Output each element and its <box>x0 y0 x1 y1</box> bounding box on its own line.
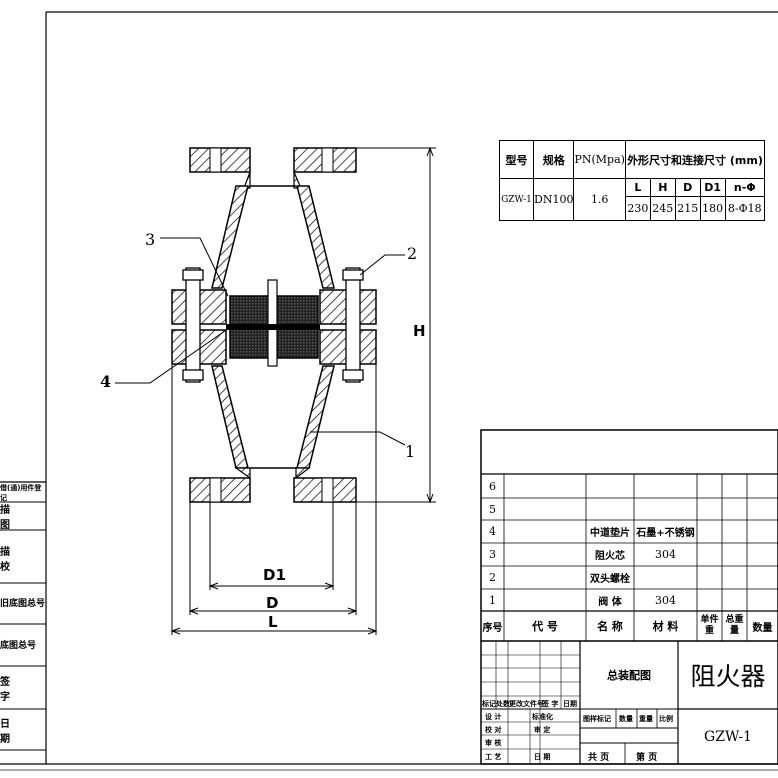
dimension-h-label: H <box>413 322 426 340</box>
bom-header-no: 序号 <box>482 622 503 634</box>
leader-lines <box>115 237 406 446</box>
bom-header-name: 名 称 <box>597 620 623 633</box>
dimension-lines <box>170 146 436 635</box>
bom-row-2-no: 2 <box>489 571 496 584</box>
bom-row-2-name: 双头螺栓 <box>590 574 630 585</box>
callout-3: 3 <box>145 230 156 249</box>
bom-row-1-name: 阀 体 <box>598 596 622 608</box>
role-approve: 审 定 <box>534 726 551 734</box>
spec-subheader-n-phi: n-Φ <box>724 178 766 197</box>
bom-row-4-no: 4 <box>489 525 496 538</box>
side-strip-tracing: 描 图 <box>0 505 24 531</box>
bom-row-4-material: 石墨+不锈钢 <box>636 528 695 539</box>
revision-label-sign: 签 字 <box>542 700 559 708</box>
side-strip-borrowed-register: 借(通)用件登记 <box>0 484 42 502</box>
spec-cell-h: 245 <box>649 196 676 221</box>
spec-header-pn: PN(Mpa) <box>573 140 626 179</box>
revision-label-date: 日期 <box>563 700 577 708</box>
spec-subheader-d1: D1 <box>699 178 726 197</box>
stud-bolt-right <box>345 267 361 383</box>
dimension-d1-label: D1 <box>263 566 286 584</box>
role-process: 工 艺 <box>485 753 502 761</box>
role-review: 审 核 <box>485 739 502 747</box>
bom-row-3-material: 304 <box>655 548 676 561</box>
bom-row-3-no: 3 <box>489 548 496 561</box>
callout-4: 4 <box>100 372 112 391</box>
role-check: 校 对 <box>485 726 502 734</box>
sheet-number: 第 页 <box>636 753 658 763</box>
side-strip-signature: 签 字 <box>0 677 24 703</box>
spec-header-dims: 外形尺寸和连接尺寸 (mm) <box>624 140 766 179</box>
spec-cell-pn: 1.6 <box>573 178 626 221</box>
bom-row-3-name: 阻火芯 <box>595 551 625 562</box>
spec-table: 型号 规格 PN(Mpa) 外形尺寸和连接尺寸 (mm) GZW-1 DN100… <box>499 140 766 221</box>
stage-label-qty: 数量 <box>619 715 633 723</box>
bom-row-6-no: 6 <box>489 479 496 493</box>
spec-cell-d: 215 <box>674 196 701 221</box>
valve-body <box>171 147 377 503</box>
bom-header-total-weight: 总重 量 <box>725 615 744 636</box>
side-strip-trace-check: 描 校 <box>0 547 24 573</box>
stage-label-mark: 图样标记 <box>583 715 611 723</box>
gasket <box>226 324 320 330</box>
title-block-grid <box>480 429 778 765</box>
callout-2: 2 <box>407 244 418 263</box>
spec-header-spec: 规格 <box>532 140 575 179</box>
product-name: 阻火器 <box>690 662 766 691</box>
side-strip-grid <box>0 481 46 751</box>
spec-cell-spec: DN100 <box>532 178 575 221</box>
callout-1: 1 <box>405 442 416 461</box>
drawing-type: 总装配图 <box>607 669 651 682</box>
spec-cell-n-phi: 8-Φ18 <box>724 196 766 221</box>
bom-header-material: 材 料 <box>652 620 679 633</box>
spec-subheader-l: L <box>624 178 651 197</box>
bom-row-1-material: 304 <box>655 593 676 607</box>
stage-label-weight: 重量 <box>639 715 653 723</box>
side-strip-base-no: 底图总号 <box>0 640 37 651</box>
sheets-total: 共 页 <box>588 753 610 763</box>
revision-label-doc: 更改文件号 <box>509 700 544 708</box>
dimension-l-label: L <box>268 613 278 631</box>
stage-label-scale: 比例 <box>659 715 673 723</box>
spec-cell-d1: 180 <box>699 196 726 221</box>
side-strip-date: 日 期 <box>0 719 24 745</box>
spec-header-model: 型号 <box>499 140 534 179</box>
drawing-number: GZW-1 <box>704 728 752 745</box>
bom-header-quantity: 数量 <box>752 622 773 634</box>
role-design: 设 计 <box>485 713 502 721</box>
spec-cell-l: 230 <box>624 196 651 221</box>
spec-subheader-d: D <box>674 178 701 197</box>
bom-row-5-no: 5 <box>489 502 496 516</box>
bom-row-4-name: 中道垫片 <box>590 528 630 539</box>
bom-header-code: 代 号 <box>532 620 558 633</box>
bom-row-1-no: 1 <box>489 593 496 607</box>
spec-subheader-h: H <box>649 178 676 197</box>
bom-header-unit-weight: 单件 重 <box>700 615 719 636</box>
side-strip-old-base-no: 旧底图总号 <box>0 598 46 609</box>
role-standardization: 标准化 <box>532 713 553 721</box>
spec-cell-model: GZW-1 <box>499 178 534 221</box>
role-date: 日 期 <box>534 753 551 761</box>
revision-label-mark: 标记处数 <box>482 700 510 708</box>
stud-bolt-left <box>185 267 201 383</box>
dimension-d-label: D <box>266 594 279 612</box>
